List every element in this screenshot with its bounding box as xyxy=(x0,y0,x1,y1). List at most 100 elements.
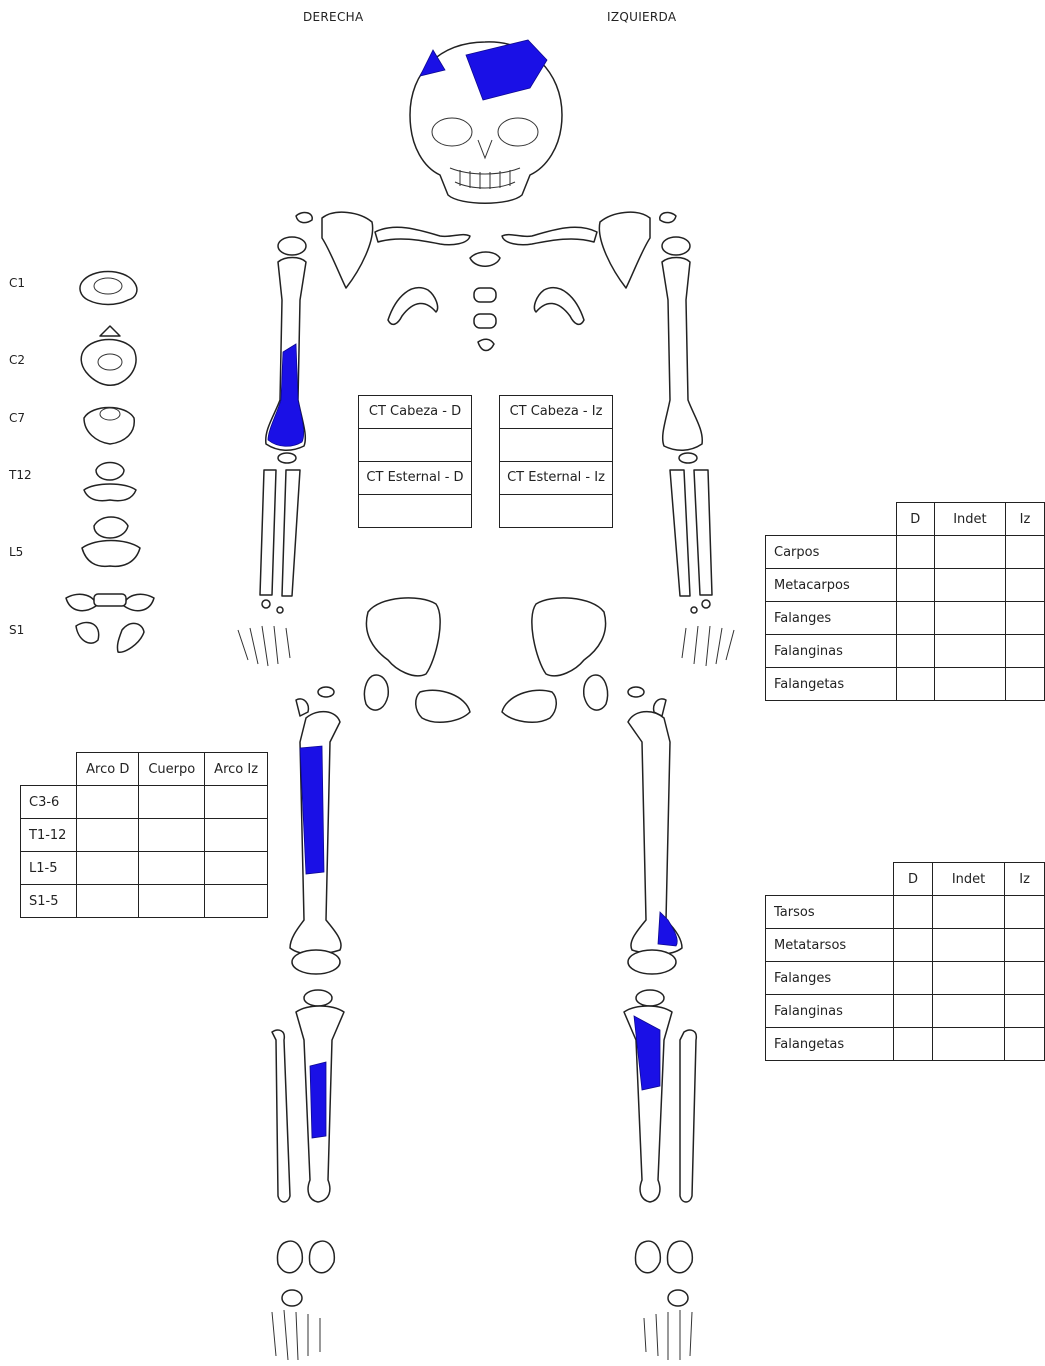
foot-row-label: Falangetas xyxy=(766,1028,894,1061)
hand-row-label: Falanges xyxy=(766,602,897,635)
vertebra-label-t12: T12 xyxy=(9,468,32,482)
foot-row-metatarsos: Metatarsos xyxy=(766,929,1045,962)
ct-cabeza-d-label: CT Cabeza - D xyxy=(359,396,471,428)
foot-cell[interactable] xyxy=(932,929,1004,962)
hand-cell[interactable] xyxy=(1005,536,1044,569)
hand-cell[interactable] xyxy=(896,569,934,602)
foot-cell[interactable] xyxy=(894,962,933,995)
ct-cabeza-d-field[interactable] xyxy=(359,428,471,461)
foot-row-label: Falanginas xyxy=(766,995,894,1028)
spine-header-cuerpo: Cuerpo xyxy=(139,753,205,786)
spine-row-t1-12: T1-12 xyxy=(21,819,268,852)
hand-cell[interactable] xyxy=(934,602,1005,635)
right-femur xyxy=(290,687,341,974)
vertebra-c7 xyxy=(84,408,134,445)
right-tibia-marking xyxy=(310,1062,326,1138)
spine-cell[interactable] xyxy=(205,885,268,918)
spine-header-arco-iz: Arco Iz xyxy=(205,753,268,786)
spine-cell[interactable] xyxy=(139,819,205,852)
foot-cell[interactable] xyxy=(1005,929,1045,962)
hand-header-indet: Indet xyxy=(934,503,1005,536)
foot-cell[interactable] xyxy=(894,995,933,1028)
foot-cell[interactable] xyxy=(1005,995,1045,1028)
spine-cell[interactable] xyxy=(205,786,268,819)
vertebra-label-c7: C7 xyxy=(9,411,25,425)
left-femur xyxy=(628,687,682,974)
right-leg xyxy=(272,990,344,1202)
hand-header-d: D xyxy=(896,503,934,536)
foot-row-label: Falanges xyxy=(766,962,894,995)
ct-cabeza-iz-field[interactable] xyxy=(500,428,612,461)
hand-cell[interactable] xyxy=(1005,602,1044,635)
foot-header-blank xyxy=(766,863,894,896)
foot-row-falangetas: Falangetas xyxy=(766,1028,1045,1061)
hand-row-metacarpos: Metacarpos xyxy=(766,569,1045,602)
spine-cell[interactable] xyxy=(139,852,205,885)
hand-cell[interactable] xyxy=(1005,635,1044,668)
spine-table-header: Arco D Cuerpo Arco Iz xyxy=(21,753,268,786)
spine-row-l1-5: L1-5 xyxy=(21,852,268,885)
spine-cell[interactable] xyxy=(77,852,139,885)
spine-cell[interactable] xyxy=(77,786,139,819)
spine-row-label: C3-6 xyxy=(21,786,77,819)
foot-cell[interactable] xyxy=(932,962,1004,995)
hand-cell[interactable] xyxy=(1005,668,1044,701)
spine-cell[interactable] xyxy=(77,819,139,852)
spine-row-s1-5: S1-5 xyxy=(21,885,268,918)
foot-row-falanginas: Falanginas xyxy=(766,995,1045,1028)
spine-cell[interactable] xyxy=(139,786,205,819)
foot-cell[interactable] xyxy=(1005,962,1045,995)
vertebra-label-c2: C2 xyxy=(9,353,25,367)
foot-cell[interactable] xyxy=(894,896,933,929)
foot-cell[interactable] xyxy=(894,929,933,962)
foot-table: D Indet Iz Tarsos Metatarsos Falanges Fa… xyxy=(765,862,1045,1061)
hand-header-blank xyxy=(766,503,897,536)
vertebra-label-l5: L5 xyxy=(9,545,23,559)
foot-cell[interactable] xyxy=(894,1028,933,1061)
foot-header-iz: Iz xyxy=(1005,863,1045,896)
vertebra-s1 xyxy=(66,594,154,652)
ct-esternal-iz-label: CT Esternal - Iz xyxy=(500,461,612,494)
spine-table: Arco D Cuerpo Arco Iz C3-6 T1-12 L1-5 S1… xyxy=(20,752,268,918)
hand-cell[interactable] xyxy=(934,668,1005,701)
hand-row-carpos: Carpos xyxy=(766,536,1045,569)
foot-cell[interactable] xyxy=(932,896,1004,929)
spine-cell[interactable] xyxy=(77,885,139,918)
hand-cell[interactable] xyxy=(896,536,934,569)
foot-cell[interactable] xyxy=(1005,896,1045,929)
hand-cell[interactable] xyxy=(896,668,934,701)
hand-cell[interactable] xyxy=(896,602,934,635)
ct-cabeza-iz-label: CT Cabeza - Iz xyxy=(500,396,612,428)
spine-row-label: S1-5 xyxy=(21,885,77,918)
spine-cell[interactable] xyxy=(205,852,268,885)
left-leg xyxy=(624,990,696,1202)
spine-cell[interactable] xyxy=(139,885,205,918)
hand-cell[interactable] xyxy=(934,536,1005,569)
hand-row-label: Carpos xyxy=(766,536,897,569)
spine-header-arco-d: Arco D xyxy=(77,753,139,786)
vertebra-l5 xyxy=(82,517,140,566)
hand-row-label: Falangetas xyxy=(766,668,897,701)
hand-cell[interactable] xyxy=(896,635,934,668)
foot-cell[interactable] xyxy=(932,1028,1004,1061)
hand-row-falangetas: Falangetas xyxy=(766,668,1045,701)
hand-cell[interactable] xyxy=(934,569,1005,602)
vertebra-c2 xyxy=(81,326,136,385)
skull xyxy=(410,40,562,203)
spine-row-label: T1-12 xyxy=(21,819,77,852)
foot-cell[interactable] xyxy=(932,995,1004,1028)
hand-cell[interactable] xyxy=(1005,569,1044,602)
hand-cell[interactable] xyxy=(934,635,1005,668)
hand-table-header: D Indet Iz xyxy=(766,503,1045,536)
ct-box-right: CT Cabeza - D CT Esternal - D xyxy=(358,395,472,528)
vertebra-t12 xyxy=(84,463,136,501)
foot-table-header: D Indet Iz xyxy=(766,863,1045,896)
ct-esternal-d-field[interactable] xyxy=(359,494,471,527)
ct-esternal-iz-field[interactable] xyxy=(500,494,612,527)
spine-row-label: L1-5 xyxy=(21,852,77,885)
hand-row-label: Falanginas xyxy=(766,635,897,668)
spine-cell[interactable] xyxy=(205,819,268,852)
foot-cell[interactable] xyxy=(1005,1028,1045,1061)
foot-header-indet: Indet xyxy=(932,863,1004,896)
vertebra-c1 xyxy=(80,272,137,305)
